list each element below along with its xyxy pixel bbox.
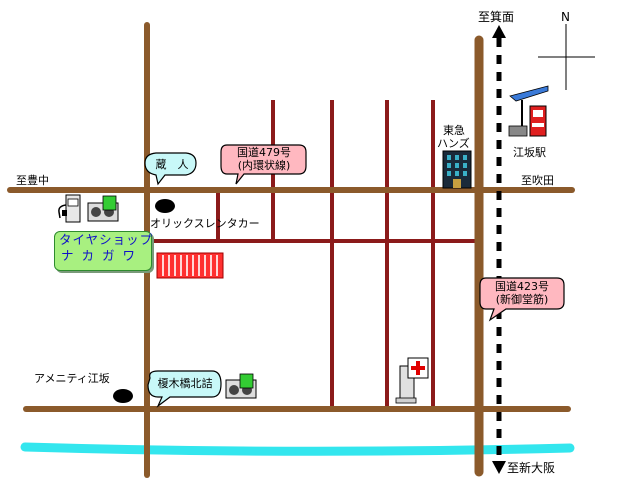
esaka-station-label: 江坂駅 xyxy=(513,146,546,159)
tokyu-label-line2: ハンズ xyxy=(437,137,470,150)
route-423-line1: 国道423号 xyxy=(495,280,549,293)
hospital-icon xyxy=(395,357,429,404)
river xyxy=(20,442,575,456)
gas-station-icon xyxy=(58,194,81,223)
route-479-line2: (内環状線) xyxy=(237,159,291,172)
tokyu-label-line1: 東急 xyxy=(443,124,465,137)
minor-roads xyxy=(147,100,477,409)
tire-shop-icon-bottom xyxy=(225,373,257,399)
tokyu-hands-building-icon xyxy=(442,150,472,189)
direction-east: 至吹田 xyxy=(521,174,554,187)
bubble-kura xyxy=(144,152,197,186)
compass-north-label: N xyxy=(561,10,570,24)
compass-icon xyxy=(538,24,595,90)
amenity-marker-icon xyxy=(113,389,133,403)
arrow-south-icon xyxy=(492,461,506,474)
enokiki-label: 榎木橋北詰 xyxy=(157,377,213,390)
route-479-line1: 国道479号 xyxy=(237,146,291,159)
orix-marker-icon xyxy=(155,199,175,213)
route-423-line2: (新御堂筋) xyxy=(495,293,549,306)
tire-rack-building-icon xyxy=(156,252,224,279)
train-station-icon xyxy=(508,85,549,137)
bubble-route-479 xyxy=(220,144,307,185)
direction-west: 至豊中 xyxy=(16,174,49,187)
shop-name-line1: タイヤショップ xyxy=(59,232,154,247)
tire-shop-icon-top xyxy=(87,195,119,222)
amenity-label: アメニティ江坂 xyxy=(34,372,110,385)
bubble-route-423 xyxy=(479,277,565,322)
shop-name-line2: ナカガワ xyxy=(61,248,144,263)
direction-north: 至箕面 xyxy=(478,10,515,24)
kura-label: 蔵 人 xyxy=(155,158,189,171)
orix-label: オリックスレンタカー xyxy=(150,217,260,230)
arrow-north-icon xyxy=(492,25,506,38)
bubble-enokiki xyxy=(147,370,222,408)
direction-south: 至新大阪 xyxy=(507,461,556,475)
tire-shop-nakagawa-sign: タイヤショップ ナカガワ xyxy=(54,231,152,271)
